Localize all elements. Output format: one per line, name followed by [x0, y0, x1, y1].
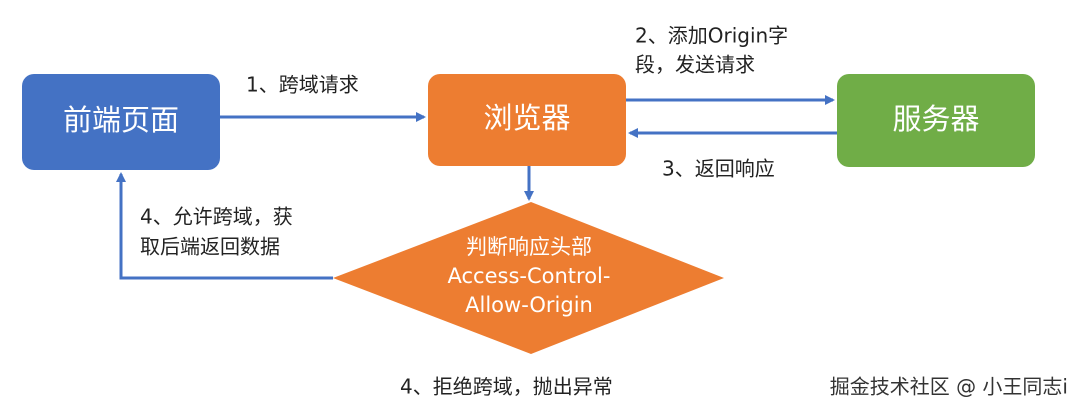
frontend-node: 前端页面	[22, 74, 220, 170]
server-box	[837, 74, 1035, 167]
browser-box	[428, 74, 626, 166]
browser-label: 浏览器	[483, 101, 570, 135]
server-node: 服务器	[837, 74, 1035, 167]
frontend-label: 前端页面	[63, 103, 179, 137]
frontend-box	[22, 74, 220, 170]
decision-node: 判断响应头部 Access-Control- Allow-Origin	[333, 202, 724, 354]
edge-label-step2-line-1: 2、添加Origin字	[635, 24, 788, 48]
edge-decision-to-frontend	[116, 172, 333, 280]
edge-label-step4-deny: 4、拒绝跨域，抛出异常	[400, 375, 613, 399]
watermark-text: 掘金技术社区 @ 小王同志i	[830, 375, 1068, 399]
edge-label-step3: 3、返回响应	[662, 157, 775, 181]
decision-label-line-1: 判断响应头部	[466, 235, 592, 259]
browser-node: 浏览器	[428, 74, 626, 166]
edge-label-step4-allow-line-2: 取后端返回数据	[140, 235, 280, 259]
decision-diamond	[333, 202, 724, 354]
edge-label-step4-allow-line-1: 4、允许跨域，获	[140, 205, 293, 229]
edge-label-step1: 1、跨域请求	[246, 73, 359, 97]
decision-label-line-3: Allow-Origin	[465, 293, 593, 317]
server-label: 服务器	[892, 102, 979, 136]
decision-label-line-2: Access-Control-	[448, 264, 611, 288]
edge-label-step2-line-2: 段，发送请求	[635, 53, 755, 77]
